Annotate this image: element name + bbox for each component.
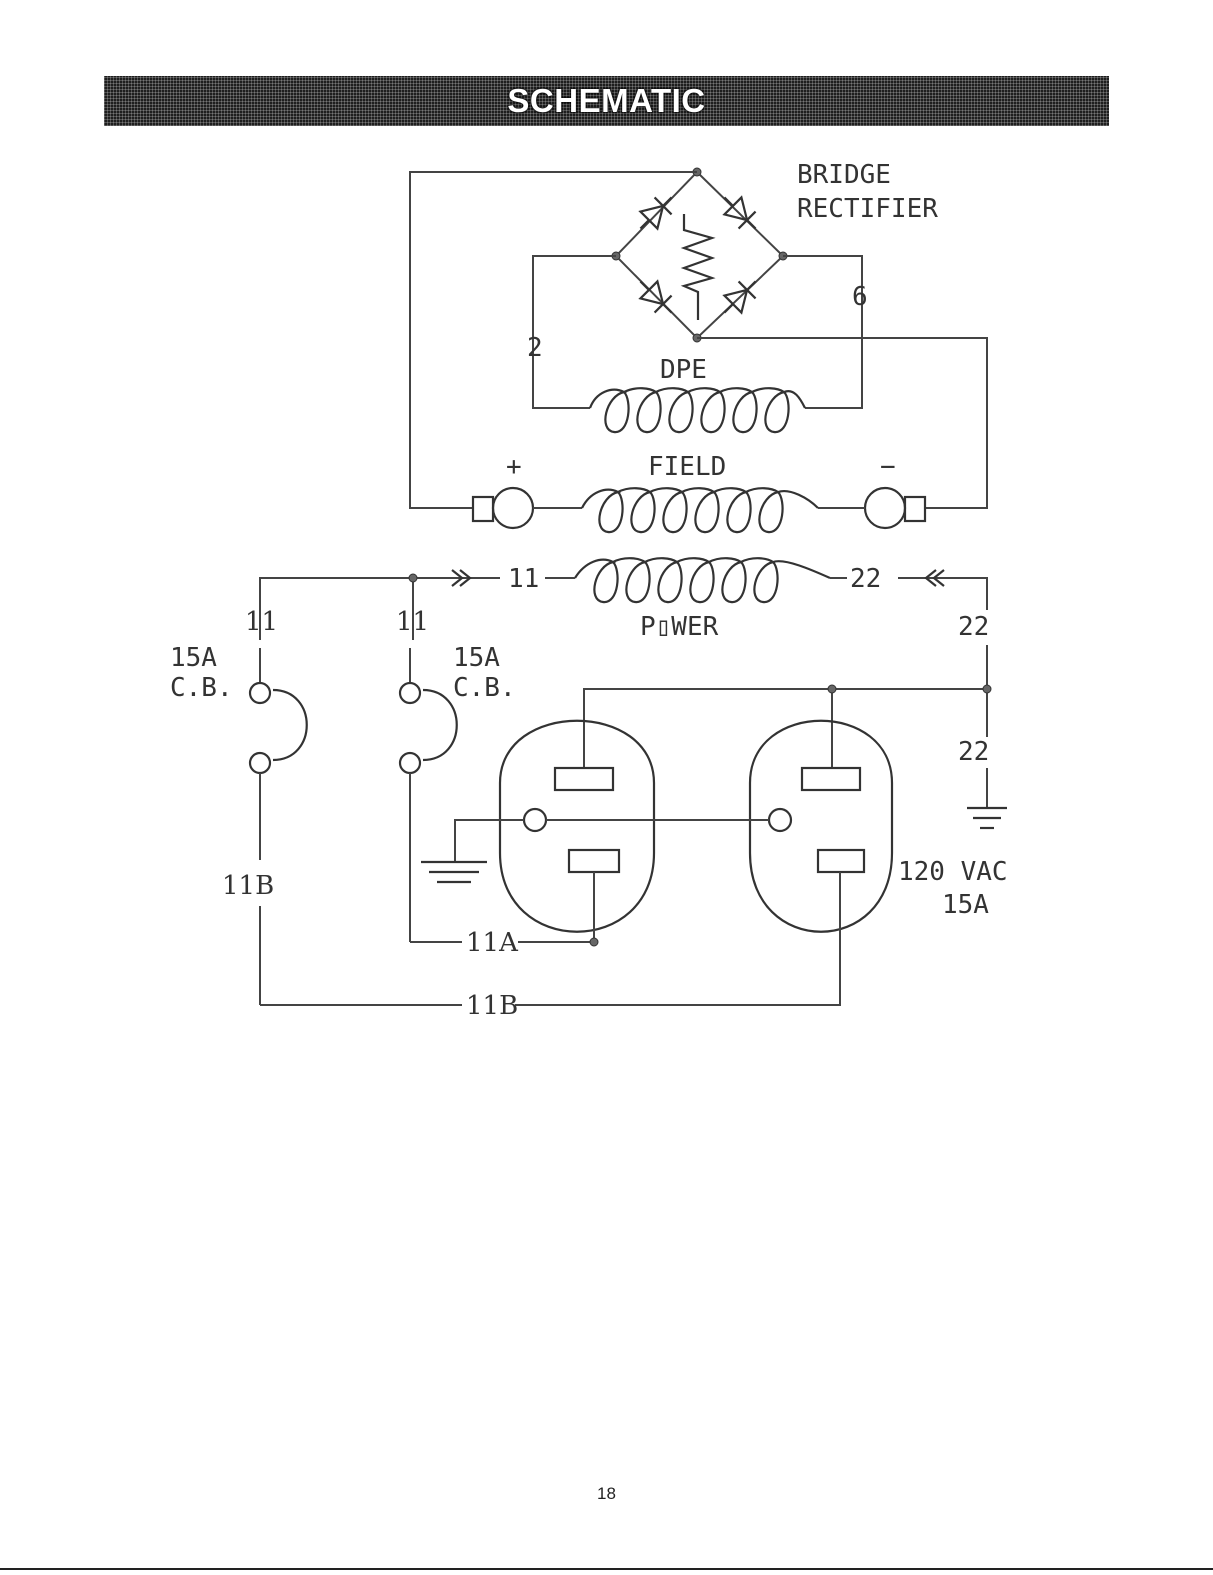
ground-symbol-right — [967, 768, 1007, 828]
rectifier-resistor — [684, 214, 712, 320]
circuit-breaker-mid — [400, 648, 457, 942]
field-coil — [582, 488, 818, 532]
receptacle-right — [750, 721, 892, 932]
bridge-rectifier — [612, 168, 787, 342]
wire-label-11a: 11A — [466, 928, 519, 958]
ground-symbol-left — [421, 862, 487, 882]
dpe-label: DPE — [660, 355, 707, 385]
wire-label-11-mid: 11 — [396, 607, 429, 637]
receptacle-amp-label: 15A — [942, 890, 989, 920]
bridge-label-line1: BRIDGE — [797, 160, 891, 190]
wire-label-6: 6 — [852, 282, 868, 312]
wire-label-11b-left: 11B — [222, 871, 274, 901]
bridge-label-line2: RECTIFIER — [797, 194, 938, 224]
wire-label-22-lower: 22 — [958, 737, 989, 767]
brush-minus — [865, 488, 925, 528]
wire-label-2: 2 — [527, 333, 543, 363]
connector-11 — [413, 570, 500, 586]
power-wire-22-label: 22 — [850, 564, 881, 594]
power-label: P▯WER — [640, 612, 719, 642]
field-label: FIELD — [648, 452, 726, 482]
connector-22 — [898, 570, 987, 610]
power-wire-11-label: 11 — [508, 564, 539, 594]
breaker-left-rating: 15A — [170, 643, 217, 673]
page-number: 18 — [0, 1484, 1213, 1504]
brush-plus — [473, 488, 533, 528]
bottom-rule — [0, 1568, 1213, 1570]
dpe-coil — [590, 388, 805, 432]
receptacle-left — [500, 721, 654, 932]
circuit-breaker-left — [250, 648, 307, 860]
wire-label-11b-bottom: 11B — [466, 991, 518, 1021]
field-minus-label: − — [880, 452, 896, 482]
breaker-left-type: C.B. — [170, 673, 233, 703]
power-coil — [575, 558, 830, 602]
field-plus-label: + — [506, 452, 522, 482]
breaker-mid-type: C.B. — [453, 673, 516, 703]
wire-label-22-right: 22 — [958, 612, 989, 642]
wire-label-11-left: 11 — [245, 607, 278, 637]
receptacle-voltage-label: 120 VAC — [898, 857, 1008, 887]
breaker-mid-rating: 15A — [453, 643, 500, 673]
